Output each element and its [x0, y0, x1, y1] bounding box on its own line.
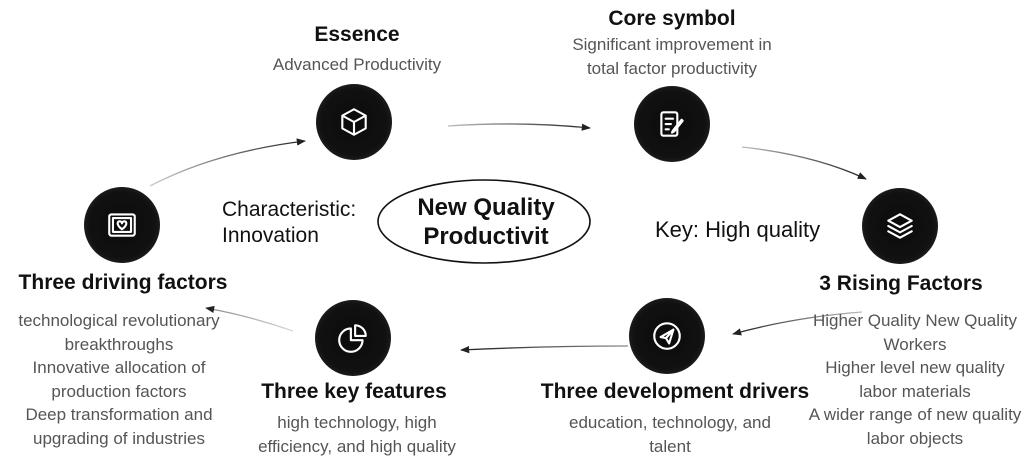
center-concept: New Quality Productivit	[386, 193, 586, 251]
node-description: Advanced Productivity	[237, 53, 477, 77]
node-title: Three driving factors	[18, 271, 228, 294]
node-title: Essence	[314, 23, 400, 46]
node-description-line: total factor productivity	[586, 59, 758, 78]
characteristic-line-2: Innovation	[222, 224, 319, 247]
node-description-line: labor materials	[859, 381, 971, 401]
center-ellipse	[377, 179, 591, 264]
node-description-line: Deep transformation and	[25, 405, 213, 425]
node-description-line: upgrading of industries	[32, 428, 205, 448]
arrow-driving-factors-to-essence	[149, 138, 306, 187]
arrow-development-drivers-to-key-features	[460, 345, 629, 354]
layers-icon	[862, 188, 938, 264]
characteristic-line-1: Characteristic:	[222, 198, 357, 221]
node-description-line: Higher level new quality	[825, 358, 1005, 378]
picture-heart-icon	[84, 187, 160, 263]
node-description-line: Innovative allocation of	[32, 358, 206, 378]
arrow-key-features-to-driving-factors	[205, 305, 294, 332]
cube-icon	[316, 84, 392, 160]
node-description-line: breakthroughs	[64, 334, 174, 354]
node-description-line: Advanced Productivity	[272, 55, 442, 74]
arrow-rising-factors-to-development-drivers	[732, 311, 863, 336]
paper-plane-icon	[629, 298, 705, 374]
picture-heart-glyph	[108, 213, 136, 237]
characteristic-label: Characteristic: Innovation	[222, 197, 356, 249]
node-title: Three key features	[261, 380, 447, 403]
node-title: Three development drivers	[540, 380, 810, 403]
arrow-core-symbol-to-rising-factors	[741, 146, 867, 180]
node-description: Higher Quality New Quality Workers Highe…	[799, 309, 1031, 451]
node-description-line: Significant improvement in	[572, 35, 772, 54]
document-pen-icon	[634, 86, 710, 162]
paper-plane-glyph	[653, 322, 681, 350]
center-line-1: New Quality	[417, 194, 555, 221]
node-description: education, technology, and talent	[540, 411, 800, 459]
node-description-line: A wider range of new quality	[808, 405, 1022, 425]
node-description: high technology, high efficiency, and hi…	[232, 411, 482, 459]
node-description: Significant improvement in total factor …	[542, 33, 802, 81]
node-title: Core symbol	[608, 7, 736, 30]
key-label: Key: High quality	[655, 217, 821, 242]
node-description-line: technological revolutionary	[18, 311, 220, 330]
node-description-line: efficiency, and high quality	[258, 437, 456, 456]
arrow-essence-to-core-symbol	[447, 123, 591, 131]
node-description-line: Higher Quality New Quality	[812, 311, 1018, 330]
pie-chart-icon	[315, 300, 391, 376]
layers-glyph	[887, 213, 913, 239]
node-title: 3 Rising Factors	[819, 272, 983, 295]
node-description-line: production factors	[51, 381, 187, 401]
node-description-line: Workers	[883, 334, 947, 354]
cube-glyph	[341, 108, 367, 136]
node-description: technological revolutionary breakthrough…	[1, 309, 237, 451]
pie-chart-glyph	[338, 324, 367, 353]
center-line-2: Productivit	[423, 223, 549, 250]
document-pen-glyph	[660, 111, 684, 137]
node-description-line: education, technology, and	[569, 413, 771, 432]
node-description-line: high technology, high	[277, 413, 437, 432]
node-description-line: talent	[649, 437, 691, 456]
node-description-line: labor objects	[866, 428, 964, 448]
